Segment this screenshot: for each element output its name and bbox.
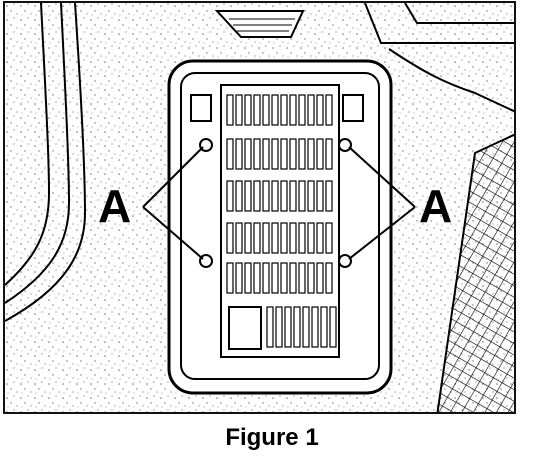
fuse-slot — [271, 222, 279, 254]
screw-top-right — [338, 138, 352, 152]
fuse-slot — [271, 94, 279, 126]
fuse-slot — [280, 94, 288, 126]
fuse-slot — [316, 138, 324, 170]
fuse-slot — [316, 262, 324, 294]
fuse-slot — [253, 138, 261, 170]
fuse-slot — [226, 138, 234, 170]
fuse-slot — [253, 94, 261, 126]
fuse-slot — [325, 262, 333, 294]
fuse-slot — [289, 180, 297, 212]
callout-label-right: A — [419, 180, 453, 232]
fuse-panel-drawing — [5, 3, 514, 412]
relay-right — [342, 94, 364, 122]
fuse-slot — [325, 138, 333, 170]
fuse-slot — [235, 94, 243, 126]
fuse-slot — [280, 180, 288, 212]
fuse-slot — [235, 180, 243, 212]
fuse-slot — [316, 222, 324, 254]
fuse-slot — [329, 306, 337, 348]
fuse-slot — [289, 94, 297, 126]
relay-left — [190, 94, 212, 122]
fuse-slot — [325, 222, 333, 254]
fuse-slot — [275, 306, 283, 348]
dash-trim — [364, 3, 514, 113]
fuse-slot — [307, 222, 315, 254]
fuse-slot — [284, 306, 292, 348]
mounting-screws — [199, 138, 352, 268]
fuse-slot — [253, 180, 261, 212]
fuse-slot — [280, 262, 288, 294]
fuse-slot — [289, 222, 297, 254]
fuse-slot — [262, 138, 270, 170]
fuse-slot — [289, 138, 297, 170]
fuse-slot — [271, 138, 279, 170]
fuse-slot — [226, 262, 234, 294]
fuse-slot — [298, 138, 306, 170]
fuse-slot — [253, 262, 261, 294]
fuse-slot — [320, 306, 328, 348]
figure-caption: Figure 1 — [225, 424, 319, 451]
fuse-slot — [298, 222, 306, 254]
door-edge — [5, 3, 87, 322]
fuse-slot — [293, 306, 301, 348]
fuse-slot — [262, 180, 270, 212]
fuse-slot — [325, 180, 333, 212]
fuse-slot — [244, 94, 252, 126]
leader-lines — [142, 146, 416, 260]
fuse-slot — [266, 306, 274, 348]
figure-illustration: A A — [3, 1, 516, 414]
fuse-slot — [302, 306, 310, 348]
fuse-slot — [226, 222, 234, 254]
fuse-slot — [244, 262, 252, 294]
fuse-slot — [307, 262, 315, 294]
fuse-slot — [262, 94, 270, 126]
fuse-slot — [289, 262, 297, 294]
fuse-slot — [262, 262, 270, 294]
fuse-slot — [316, 94, 324, 126]
fuse-slot — [280, 138, 288, 170]
fuse-slot — [235, 262, 243, 294]
fuse-slot — [235, 222, 243, 254]
fuse-slot — [244, 222, 252, 254]
fuse-slot — [271, 262, 279, 294]
relay-module — [228, 306, 262, 350]
fuse-slot — [244, 180, 252, 212]
fuse-slot — [307, 180, 315, 212]
fuse-slot — [316, 180, 324, 212]
floor-mat — [436, 133, 514, 412]
fuse-slot — [311, 306, 319, 348]
fuse-slot — [325, 94, 333, 126]
fuse-slot — [298, 262, 306, 294]
fuse-slot — [244, 138, 252, 170]
fuse-slot — [253, 222, 261, 254]
fuse-rows — [226, 94, 337, 348]
callout-label-left: A — [98, 180, 132, 232]
fuse-slot — [271, 180, 279, 212]
fuse-slot — [307, 138, 315, 170]
fuse-slot — [235, 138, 243, 170]
fuse-slot — [298, 180, 306, 212]
fuse-slot — [280, 222, 288, 254]
fuse-slot — [226, 180, 234, 212]
fuse-slot — [226, 94, 234, 126]
fuse-slot — [307, 94, 315, 126]
screw-bottom-right — [338, 254, 352, 268]
fuse-slot — [298, 94, 306, 126]
fuse-slot — [262, 222, 270, 254]
